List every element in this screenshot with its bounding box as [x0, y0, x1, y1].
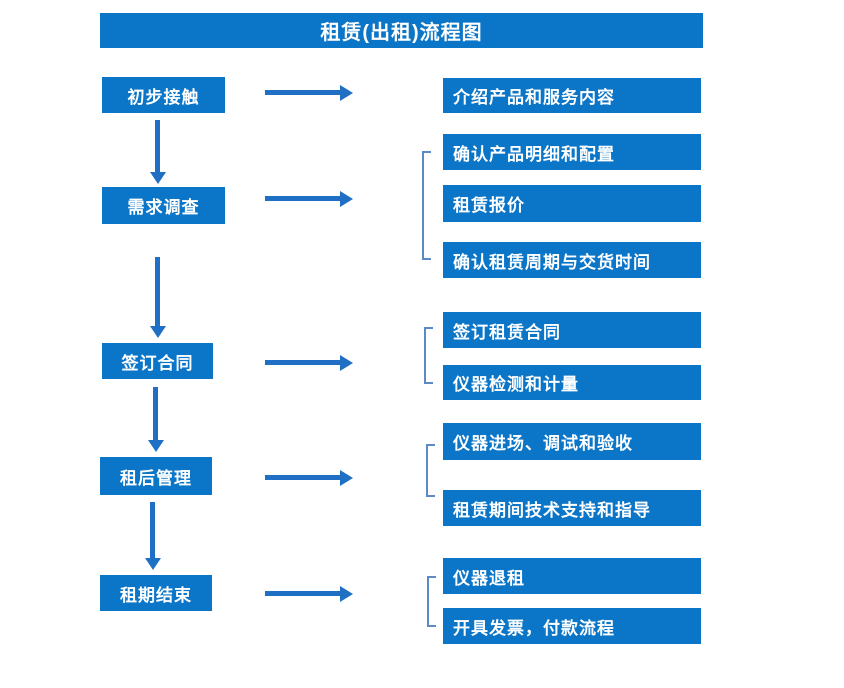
detail-box: 租赁报价 [443, 185, 701, 222]
down-arrow [155, 257, 160, 326]
detail-box: 确认产品明细和配置 [443, 134, 701, 170]
right-arrow [265, 360, 340, 365]
group-bracket [426, 444, 435, 497]
group-bracket [422, 151, 431, 260]
down-arrow [150, 502, 155, 558]
detail-box: 介绍产品和服务内容 [443, 78, 701, 113]
diagram-title: 租赁(出租)流程图 [100, 13, 703, 48]
right-arrow [265, 591, 340, 596]
right-arrow [265, 90, 340, 95]
detail-box: 仪器进场、调试和验收 [443, 423, 701, 460]
down-arrow [153, 387, 158, 440]
group-bracket [424, 327, 433, 384]
group-bracket [427, 576, 436, 627]
step-box-demand-survey: 需求调查 [102, 187, 225, 224]
step-box-post-rental-management: 租后管理 [100, 457, 212, 495]
detail-box: 签订租赁合同 [443, 312, 701, 348]
right-arrow [265, 475, 340, 480]
detail-box: 租赁期间技术支持和指导 [443, 490, 701, 526]
detail-box: 确认租赁周期与交货时间 [443, 242, 701, 278]
down-arrow [155, 120, 160, 172]
step-box-sign-contract: 签订合同 [102, 343, 213, 379]
detail-box: 仪器退租 [443, 558, 701, 594]
detail-box: 开具发票，付款流程 [443, 608, 701, 644]
detail-box: 仪器检测和计量 [443, 365, 701, 400]
right-arrow [265, 196, 340, 201]
step-box-rental-end: 租期结束 [100, 575, 212, 611]
step-box-initial-contact: 初步接触 [102, 77, 225, 113]
